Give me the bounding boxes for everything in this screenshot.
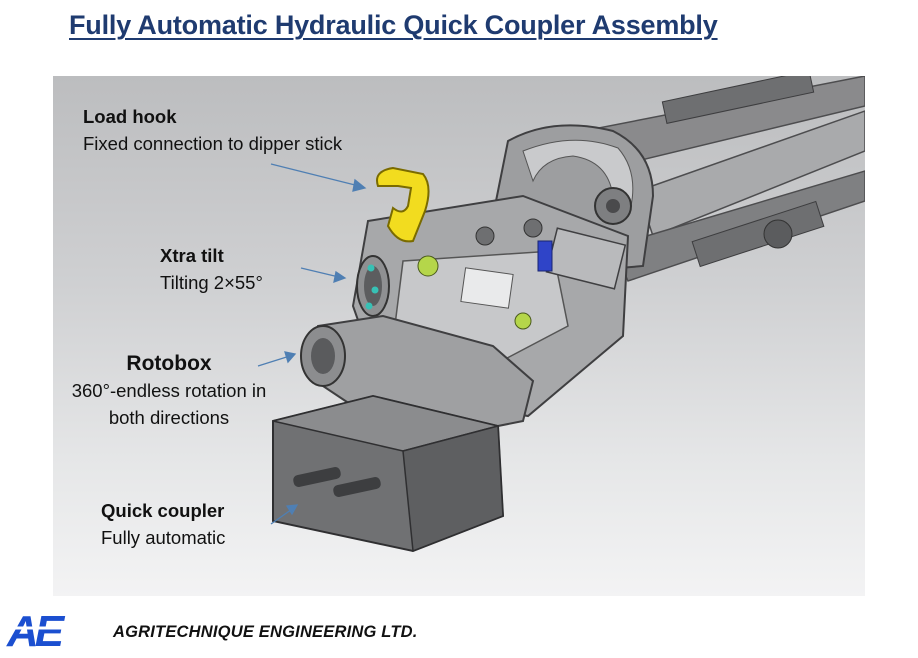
company-logo: AE bbox=[5, 607, 97, 652]
callout-load-hook-title: Load hook bbox=[83, 106, 177, 127]
callout-xtra-tilt-title: Xtra tilt bbox=[160, 245, 224, 266]
quick-coupler bbox=[272, 394, 505, 553]
callout-quick-coupler-desc: Fully automatic bbox=[101, 527, 226, 548]
side-cap bbox=[537, 227, 627, 290]
callout-rotobox-desc-line1: 360°-endless rotation in bbox=[71, 380, 267, 401]
tilt-gear bbox=[356, 255, 390, 317]
company-name: AGRITECHNIQUE ENGINEERING LTD. bbox=[113, 623, 418, 641]
callout-arrows bbox=[257, 163, 367, 525]
callout-load-hook: Load hook Fixed connection to dipper sti… bbox=[83, 103, 342, 157]
callout-xtra-tilt-desc: Tilting 2×55° bbox=[160, 272, 263, 293]
callout-rotobox: Rotobox 360°-endless rotation in both di… bbox=[58, 350, 280, 431]
callout-rotobox-desc-line2: both directions bbox=[108, 407, 230, 428]
callout-load-hook-desc: Fixed connection to dipper stick bbox=[83, 133, 343, 154]
coupler-assembly-illustration: Load hook Fixed connection to dipper sti… bbox=[53, 76, 865, 596]
callout-rotobox-title: Rotobox bbox=[126, 352, 212, 375]
load-hook bbox=[376, 166, 430, 243]
callout-xtra-tilt: Xtra tilt Tilting 2×55° bbox=[160, 242, 263, 296]
boom-arms bbox=[566, 76, 865, 282]
callout-quick-coupler-title: Quick coupler bbox=[101, 500, 225, 521]
slide-title: Fully Automatic Hydraulic Quick Coupler … bbox=[69, 10, 718, 40]
callout-quick-coupler: Quick coupler Fully automatic bbox=[101, 497, 225, 551]
